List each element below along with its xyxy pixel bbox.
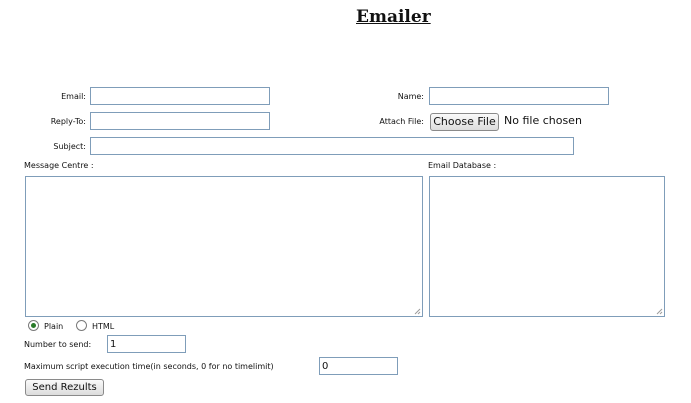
email-input[interactable] <box>90 87 270 105</box>
html-radio[interactable] <box>76 320 87 331</box>
email-label: Email: <box>61 92 86 101</box>
plain-radio[interactable] <box>28 320 39 331</box>
number-to-send-label: Number to send: <box>24 340 92 349</box>
email-database-textarea[interactable] <box>429 176 665 317</box>
message-centre-label: Message Centre : <box>24 161 94 170</box>
attach-file-label: Attach File: <box>379 117 424 126</box>
choose-file-button[interactable]: Choose File <box>430 113 499 131</box>
message-centre-textarea[interactable] <box>25 176 423 317</box>
name-input[interactable] <box>429 87 609 105</box>
max-exec-time-label: Maximum script execution time(in seconds… <box>24 362 274 371</box>
plain-radio-label: Plain <box>44 322 64 331</box>
subject-input[interactable] <box>90 137 574 155</box>
number-to-send-input[interactable] <box>107 335 186 353</box>
reply-to-input[interactable] <box>90 112 270 130</box>
send-rezults-button[interactable]: Send Rezults <box>25 379 104 396</box>
resize-grip-icon[interactable] <box>413 307 421 315</box>
subject-label: Subject: <box>53 142 86 151</box>
resize-grip-icon[interactable] <box>655 307 663 315</box>
page-title: Emailer <box>356 7 431 27</box>
name-label: Name: <box>397 92 424 101</box>
file-status-text: No file chosen <box>504 114 582 127</box>
html-radio-label: HTML <box>92 322 115 331</box>
max-exec-time-input[interactable] <box>319 357 398 375</box>
reply-to-label: Reply-To: <box>50 117 86 126</box>
email-database-label: Email Database : <box>428 161 497 170</box>
